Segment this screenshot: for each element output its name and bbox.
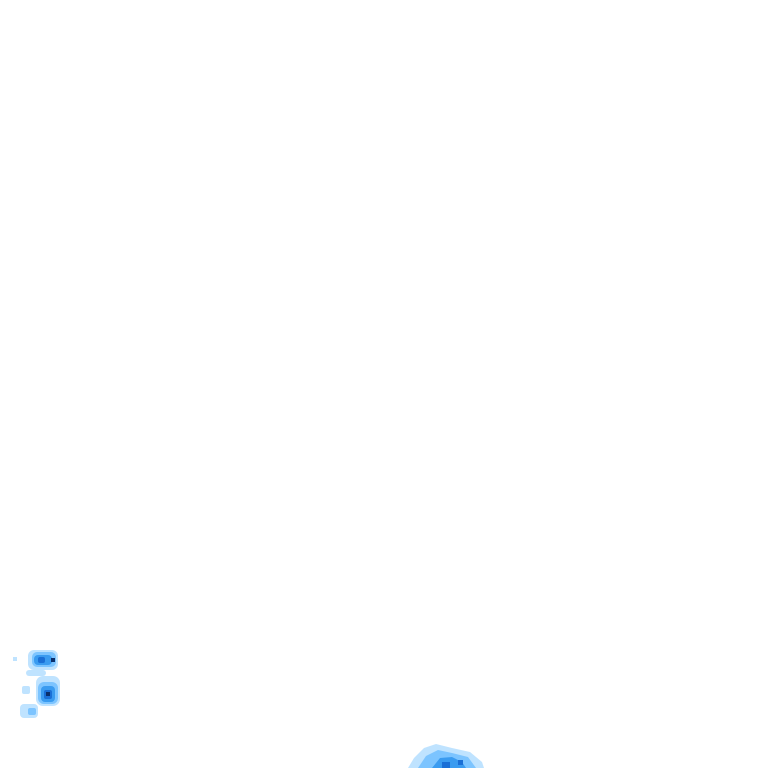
- precipitation-cell: [408, 744, 484, 768]
- radar-pixel: [13, 657, 17, 661]
- radar-pixel: [442, 762, 450, 768]
- radar-pixel: [458, 760, 463, 765]
- radar-pixel: [51, 658, 55, 662]
- radar-pixel: [22, 686, 30, 694]
- precipitation-cell: [13, 650, 58, 676]
- radar-pixel: [46, 692, 50, 696]
- radar-pixel: [38, 657, 45, 663]
- radar-pixel: [28, 708, 36, 715]
- radar-pixel: [26, 670, 46, 676]
- precipitation-cell: [20, 676, 60, 718]
